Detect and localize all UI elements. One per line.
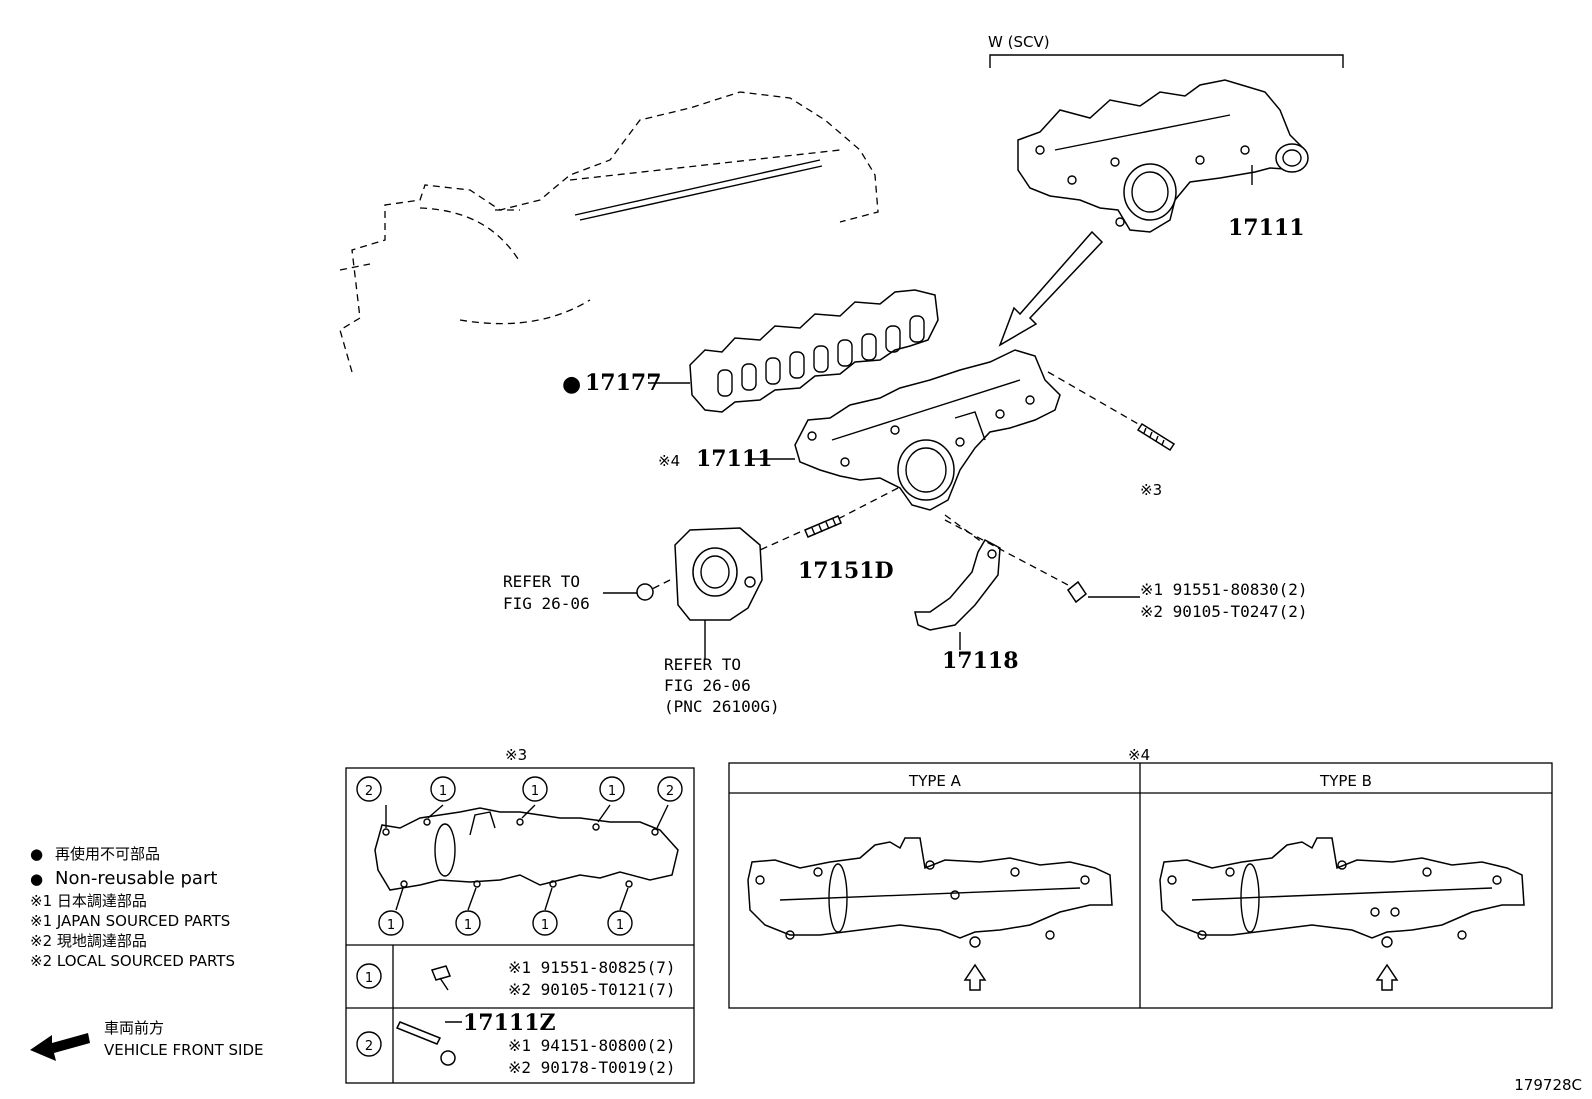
refer-bottom-line1: REFER TO: [664, 655, 741, 674]
callout-upper-manifold: 17111: [1228, 215, 1305, 241]
legend: ● 再使用不可部品 ● Non-reusable part ※1 日本調達部品 …: [30, 845, 264, 1061]
legend-bullet-2: ●: [30, 870, 43, 888]
type-a-label: TYPE A: [908, 772, 962, 790]
engine-block-outline: [339, 91, 879, 373]
inset3-row1-spec-b: ※2 90105-T0121(7): [508, 980, 676, 999]
variant-label: W (SCV): [988, 33, 1050, 51]
callout-bracket: 17118: [942, 648, 1019, 674]
inset3-top-marker-2: 1: [439, 784, 447, 799]
refer-left-line1: REFER TO: [503, 572, 580, 591]
inset4-panel: [728, 762, 1553, 1009]
refer-bottom-line2: FIG 26-06: [664, 676, 751, 695]
non-reusable-marker: ●: [562, 371, 581, 397]
legend-jp-japan: ※1 日本調達部品: [30, 892, 147, 910]
inset3-bottom-marker-3: 1: [541, 918, 549, 933]
variant-bracket: W (SCV): [988, 33, 1344, 68]
inset3-row1-circle: 1: [365, 971, 373, 986]
callout-stud: 17151D: [798, 558, 894, 584]
bracket-17118: [914, 514, 1001, 650]
inset3-top-marker-3: 1: [531, 784, 539, 799]
figure-id: 179728C: [1514, 1076, 1582, 1094]
inset3-row1-spec-a: ※1 91551-80825(7): [508, 958, 676, 977]
stud-right: [1047, 371, 1176, 452]
inset3-row2-circle: 2: [365, 1039, 373, 1054]
inset3-bottom-marker-2: 1: [464, 918, 472, 933]
inset3-top-marker-5: 2: [666, 784, 674, 799]
type-b-label: TYPE B: [1319, 772, 1372, 790]
inset3-row2-part: 17111Z: [463, 1010, 556, 1036]
vehicle-front-arrow-icon: [30, 1033, 90, 1061]
legend-en-front: VEHICLE FRONT SIDE: [104, 1041, 264, 1059]
legend-jp-local: ※2 現地調達部品: [30, 932, 147, 950]
refer-left-line2: FIG 26-06: [503, 594, 590, 613]
inset3-bottom-marker-1: 1: [387, 918, 395, 933]
inset3-title: ※3: [505, 746, 527, 764]
note-mark-4: ※4: [658, 452, 680, 470]
legend-bullet-1: ●: [30, 845, 43, 863]
inset3-top-marker-1: 2: [365, 784, 373, 799]
inset3-bottom-marker-4: 1: [616, 918, 624, 933]
intake-manifold-17111: [794, 349, 1061, 511]
inset3-row2-spec-b: ※2 90178-T0019(2): [508, 1058, 676, 1077]
legend-en-japan: ※1 JAPAN SOURCED PARTS: [30, 912, 230, 930]
bolt-right: [944, 519, 1140, 604]
legend-jp-front: 車両前方: [104, 1019, 164, 1037]
upper-intake-manifold: [1017, 79, 1309, 233]
legend-en-nonreusable: Non-reusable part: [55, 868, 217, 889]
bolt-spec-2: ※2 90105-T0247(2): [1140, 602, 1308, 621]
stud-17151D: [804, 487, 899, 538]
inset3-top-marker-4: 1: [608, 784, 616, 799]
assembly-arrow: [998, 230, 1104, 347]
legend-jp-nonreusable: 再使用不可部品: [55, 845, 160, 863]
bolt-left: [603, 579, 671, 601]
inset4-title: ※4: [1128, 746, 1150, 764]
bolt-spec-1: ※1 91551-80830(2): [1140, 580, 1308, 599]
throttle-body: [674, 527, 801, 660]
gasket-17177: [689, 289, 939, 413]
inset3-panel: [345, 767, 695, 1084]
refer-bottom-line3: (PNC 26100G): [664, 697, 780, 716]
note-mark-3: ※3: [1140, 481, 1162, 499]
inset3-row2-spec-a: ※1 94151-80800(2): [508, 1036, 676, 1055]
legend-en-local: ※2 LOCAL SOURCED PARTS: [30, 952, 235, 970]
